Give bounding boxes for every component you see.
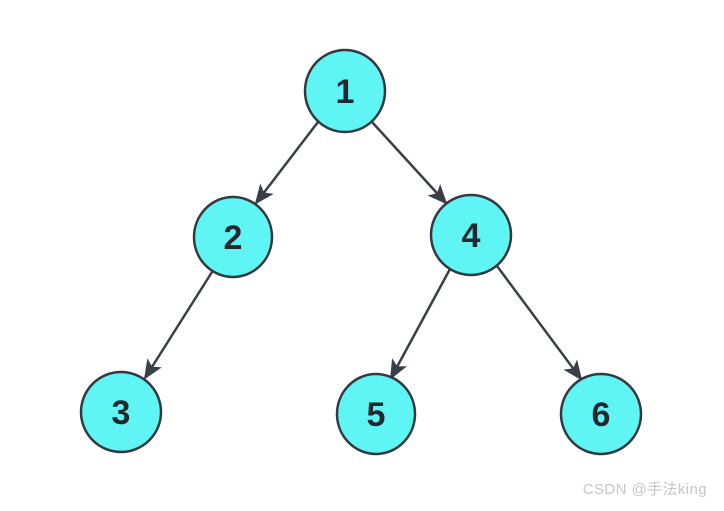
tree-node-1[interactable]: 1 bbox=[303, 48, 387, 134]
tree-node-circle-3[interactable] bbox=[79, 370, 163, 454]
tree-node-label-3: 3 bbox=[112, 394, 131, 432]
tree-node-circle-4[interactable] bbox=[429, 193, 513, 277]
tree-node-3[interactable]: 3 bbox=[79, 370, 163, 454]
tree-node-label-6: 6 bbox=[592, 396, 611, 434]
tree-edge-n1-to-n4 bbox=[371, 121, 448, 205]
watermark-text: CSDN @手法king bbox=[582, 481, 707, 498]
tree-node-6[interactable]: 6 bbox=[559, 372, 643, 456]
tree-node-circle-1[interactable] bbox=[303, 48, 387, 134]
nodes-layer: 1 2 4 3 5 6 bbox=[79, 48, 643, 456]
tree-edge-n4-to-n5 bbox=[389, 268, 452, 380]
tree-node-4[interactable]: 4 bbox=[429, 193, 513, 277]
tree-node-circle-6[interactable] bbox=[559, 372, 643, 456]
tree-node-5[interactable]: 5 bbox=[335, 372, 417, 456]
tree-node-label-1: 1 bbox=[336, 73, 355, 111]
tree-node-2[interactable]: 2 bbox=[192, 195, 274, 279]
edges-layer bbox=[143, 121, 583, 381]
tree-edge-n1-to-n2 bbox=[254, 121, 319, 205]
tree-node-label-4: 4 bbox=[462, 217, 481, 255]
tree-edge-n2-to-n3 bbox=[143, 271, 214, 380]
tree-node-label-5: 5 bbox=[367, 396, 386, 434]
tree-node-label-2: 2 bbox=[224, 219, 243, 257]
tree-node-circle-2[interactable] bbox=[192, 195, 274, 279]
tree-node-circle-5[interactable] bbox=[335, 372, 417, 456]
tree-edge-n4-to-n6 bbox=[495, 265, 583, 381]
